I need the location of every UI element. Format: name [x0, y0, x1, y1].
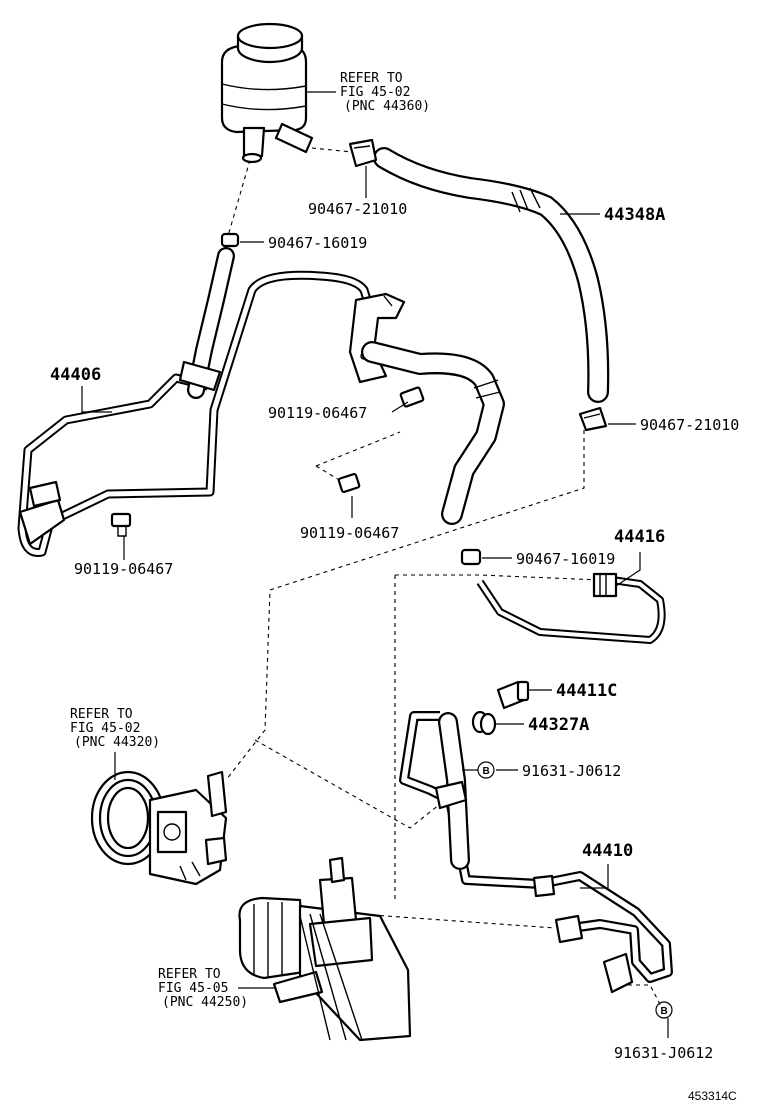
hose-clamp-right [578, 406, 608, 432]
pump-ref-line3: (PNC 44320) [74, 735, 160, 750]
bolt-upper [399, 386, 425, 408]
label-tube-44406: 44406 [50, 365, 101, 385]
callout-leaders [81, 166, 669, 1038]
label-clamp-top: 90467-21010 [308, 200, 407, 218]
tube-bracket-left [18, 480, 66, 546]
label-gasket: 44327A [528, 715, 589, 735]
figure-code: 453314C [688, 1089, 737, 1103]
label-tube-44410: 44410 [582, 841, 633, 861]
reservoir-ref-line2: FIG 45-02 [340, 85, 410, 100]
tube-44416 [476, 572, 666, 644]
label-bolt-left: 90119-06467 [74, 560, 173, 578]
bolt-left [110, 512, 132, 537]
b-marker-lower-text: B [661, 1006, 668, 1017]
gear-ref-line1: REFER TO [158, 967, 221, 982]
reservoir-reference: REFER TO FIG 45-02 (PNC 44360) [340, 71, 430, 114]
reference-dashed-lines [225, 147, 663, 1009]
steering-gear [238, 856, 412, 1042]
reservoir-ref-line3: (PNC 44360) [344, 99, 430, 114]
union-bolt [496, 680, 530, 710]
power-steering-pump [90, 770, 228, 886]
hose-clamp-small-top [220, 232, 240, 248]
hose-clamp-small-mid [460, 548, 482, 566]
pressure-tube-44406 [17, 270, 379, 557]
label-clamp-right: 90467-21010 [640, 416, 739, 434]
pump-ref-line1: REFER TO [70, 707, 133, 722]
pressure-hose-center [361, 341, 505, 525]
label-bolt-middle: 90119-06467 [300, 524, 399, 542]
tube-clip-upper [178, 360, 222, 392]
label-clamp-small-mid: 90467-16019 [516, 550, 615, 568]
pump-reference: REFER TO FIG 45-02 (PNC 44320) [70, 707, 160, 780]
b-marker-lower: B [655, 1001, 673, 1019]
pump-ref-line2: FIG 45-02 [70, 721, 140, 736]
label-clamp-b-lower: 91631-J0612 [614, 1044, 713, 1062]
reservoir [220, 22, 314, 164]
label-tube-44416: 44416 [614, 527, 665, 547]
label-clamp-small-top: 90467-16019 [268, 234, 367, 252]
gasket [471, 710, 497, 736]
label-clamp-b-upper: 91631-J0612 [522, 762, 621, 780]
gear-ref-line2: FIG 45-05 [158, 981, 228, 996]
label-union-bolt: 44411C [556, 681, 617, 701]
b-marker-upper-text: B [483, 766, 490, 777]
label-hose-44348a: 44348A [604, 205, 665, 225]
gear-ref-line3: (PNC 44250) [162, 995, 248, 1010]
label-bolt-upper: 90119-06467 [268, 404, 367, 422]
part-labels: 90467-21010 44348A 90467-16019 44406 901… [50, 200, 739, 1103]
return-hose [373, 147, 610, 403]
steering-gear-reference: REFER TO FIG 45-05 (PNC 44250) [158, 967, 276, 1010]
b-marker-upper: B [477, 761, 495, 779]
hose-clamp-top [348, 138, 378, 168]
tube-44410 [399, 711, 673, 994]
reservoir-ref-line1: REFER TO [340, 71, 403, 86]
bolt-middle [337, 472, 361, 494]
